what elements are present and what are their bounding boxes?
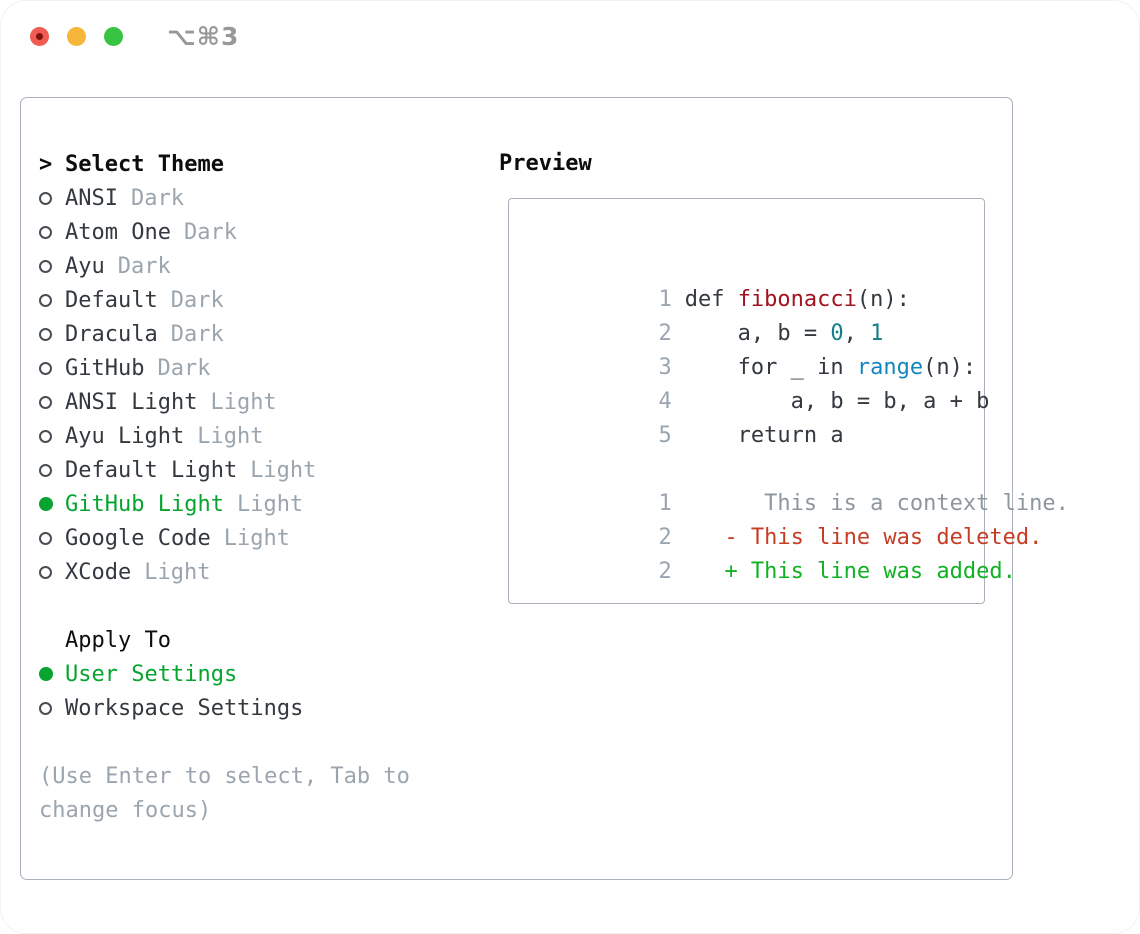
radio-icon: [39, 429, 52, 443]
radio-icon: [39, 701, 52, 715]
variant-badge: Dark: [183, 219, 237, 245]
radio-icon: [39, 225, 52, 239]
variant-badge: Dark: [157, 355, 211, 381]
variant-badge: Light: [210, 389, 277, 415]
variant-badge: Dark: [130, 185, 184, 211]
line-number: 2: [658, 321, 672, 346]
theme-list: > Select Theme ANSI Dark Atom One Dark A…: [39, 147, 410, 827]
apply-option-workspace-settings[interactable]: Workspace Settings: [39, 691, 410, 725]
variant-badge: Dark: [170, 287, 224, 313]
keyboard-hint-line-1: (Use Enter to select, Tab to: [39, 763, 410, 789]
prompt-cursor-icon: >: [39, 151, 53, 177]
number-token: 1: [870, 321, 884, 346]
spacer: [39, 589, 410, 623]
select-theme-header: > Select Theme: [39, 147, 410, 181]
theme-option-ayu-dark[interactable]: Ayu Dark: [39, 249, 410, 283]
theme-option-github-dark[interactable]: GitHub Dark: [39, 351, 410, 385]
apply-to-header: Apply To: [65, 627, 171, 653]
keyboard-hint-line-2: change focus): [39, 797, 212, 823]
number-token: 0: [830, 321, 844, 346]
theme-option-dracula-dark[interactable]: Dracula Dark: [39, 317, 410, 351]
variant-badge: Light: [223, 525, 290, 551]
theme-option-github-light[interactable]: GitHub Light Light: [39, 487, 410, 521]
window-controls: [30, 27, 123, 46]
radio-icon: [39, 191, 52, 205]
variant-badge: Light: [144, 559, 211, 585]
spacer: [39, 725, 410, 759]
line-number: 2: [658, 525, 672, 550]
radio-icon: [39, 327, 52, 341]
radio-icon: [39, 531, 52, 545]
theme-picker-panel: > Select Theme ANSI Dark Atom One Dark A…: [20, 97, 1069, 880]
radio-icon: [39, 293, 52, 307]
variant-badge: Dark: [117, 253, 171, 279]
line-number: 4: [658, 389, 672, 414]
code-line: 3 for _ in range(n):: [658, 355, 977, 380]
theme-option-xcode[interactable]: XCode Light: [39, 555, 410, 589]
variant-badge: Dark: [170, 321, 224, 347]
close-button-icon[interactable]: [30, 27, 49, 46]
radio-selected-icon: [39, 497, 53, 511]
builtin-token: range: [856, 355, 924, 380]
radio-icon: [39, 259, 52, 273]
radio-icon: [39, 463, 52, 477]
list-title: Select Theme: [65, 151, 224, 177]
theme-option-google-code[interactable]: Google Code Light: [39, 521, 410, 555]
function-token: fibonacci: [737, 287, 857, 312]
variant-badge: Light: [250, 457, 317, 483]
theme-option-default-light[interactable]: Default Light Light: [39, 453, 410, 487]
radio-selected-icon: [39, 667, 53, 681]
radio-icon: [39, 565, 52, 579]
minimize-button-icon[interactable]: [67, 27, 86, 46]
variant-badge: Light: [236, 491, 304, 517]
diff-context-line: 1 This is a context line.: [658, 491, 1069, 516]
tab-shortcut-label: ⌥⌘3: [167, 22, 240, 51]
code-line: 5 return a: [658, 423, 844, 448]
line-number: 5: [658, 423, 672, 448]
variant-badge: Light: [197, 423, 264, 449]
theme-option-ansi-dark[interactable]: ANSI Dark: [39, 181, 410, 215]
theme-option-default-dark[interactable]: Default Dark: [39, 283, 410, 317]
theme-option-atom-one-dark[interactable]: Atom One Dark: [39, 215, 410, 249]
line-number: 2: [658, 559, 672, 584]
radio-icon: [39, 395, 52, 409]
zoom-button-icon[interactable]: [104, 27, 123, 46]
code-line: 2 a, b = 0, 1: [658, 321, 884, 346]
theme-option-ansi-light[interactable]: ANSI Light Light: [39, 385, 410, 419]
code-line: 4 a, b = b, a + b: [658, 389, 990, 414]
line-number: 1: [658, 287, 672, 312]
diff-deleted-line: 2 - This line was deleted.: [658, 525, 1043, 550]
preview-title: Preview: [499, 151, 592, 176]
line-number: 3: [658, 355, 672, 380]
line-number: 1: [658, 491, 672, 516]
theme-option-ayu-light[interactable]: Ayu Light Light: [39, 419, 410, 453]
apply-option-user-settings[interactable]: User Settings: [39, 657, 410, 691]
diff-added-line: 2 + This line was added.: [658, 559, 1016, 584]
radio-icon: [39, 361, 52, 375]
